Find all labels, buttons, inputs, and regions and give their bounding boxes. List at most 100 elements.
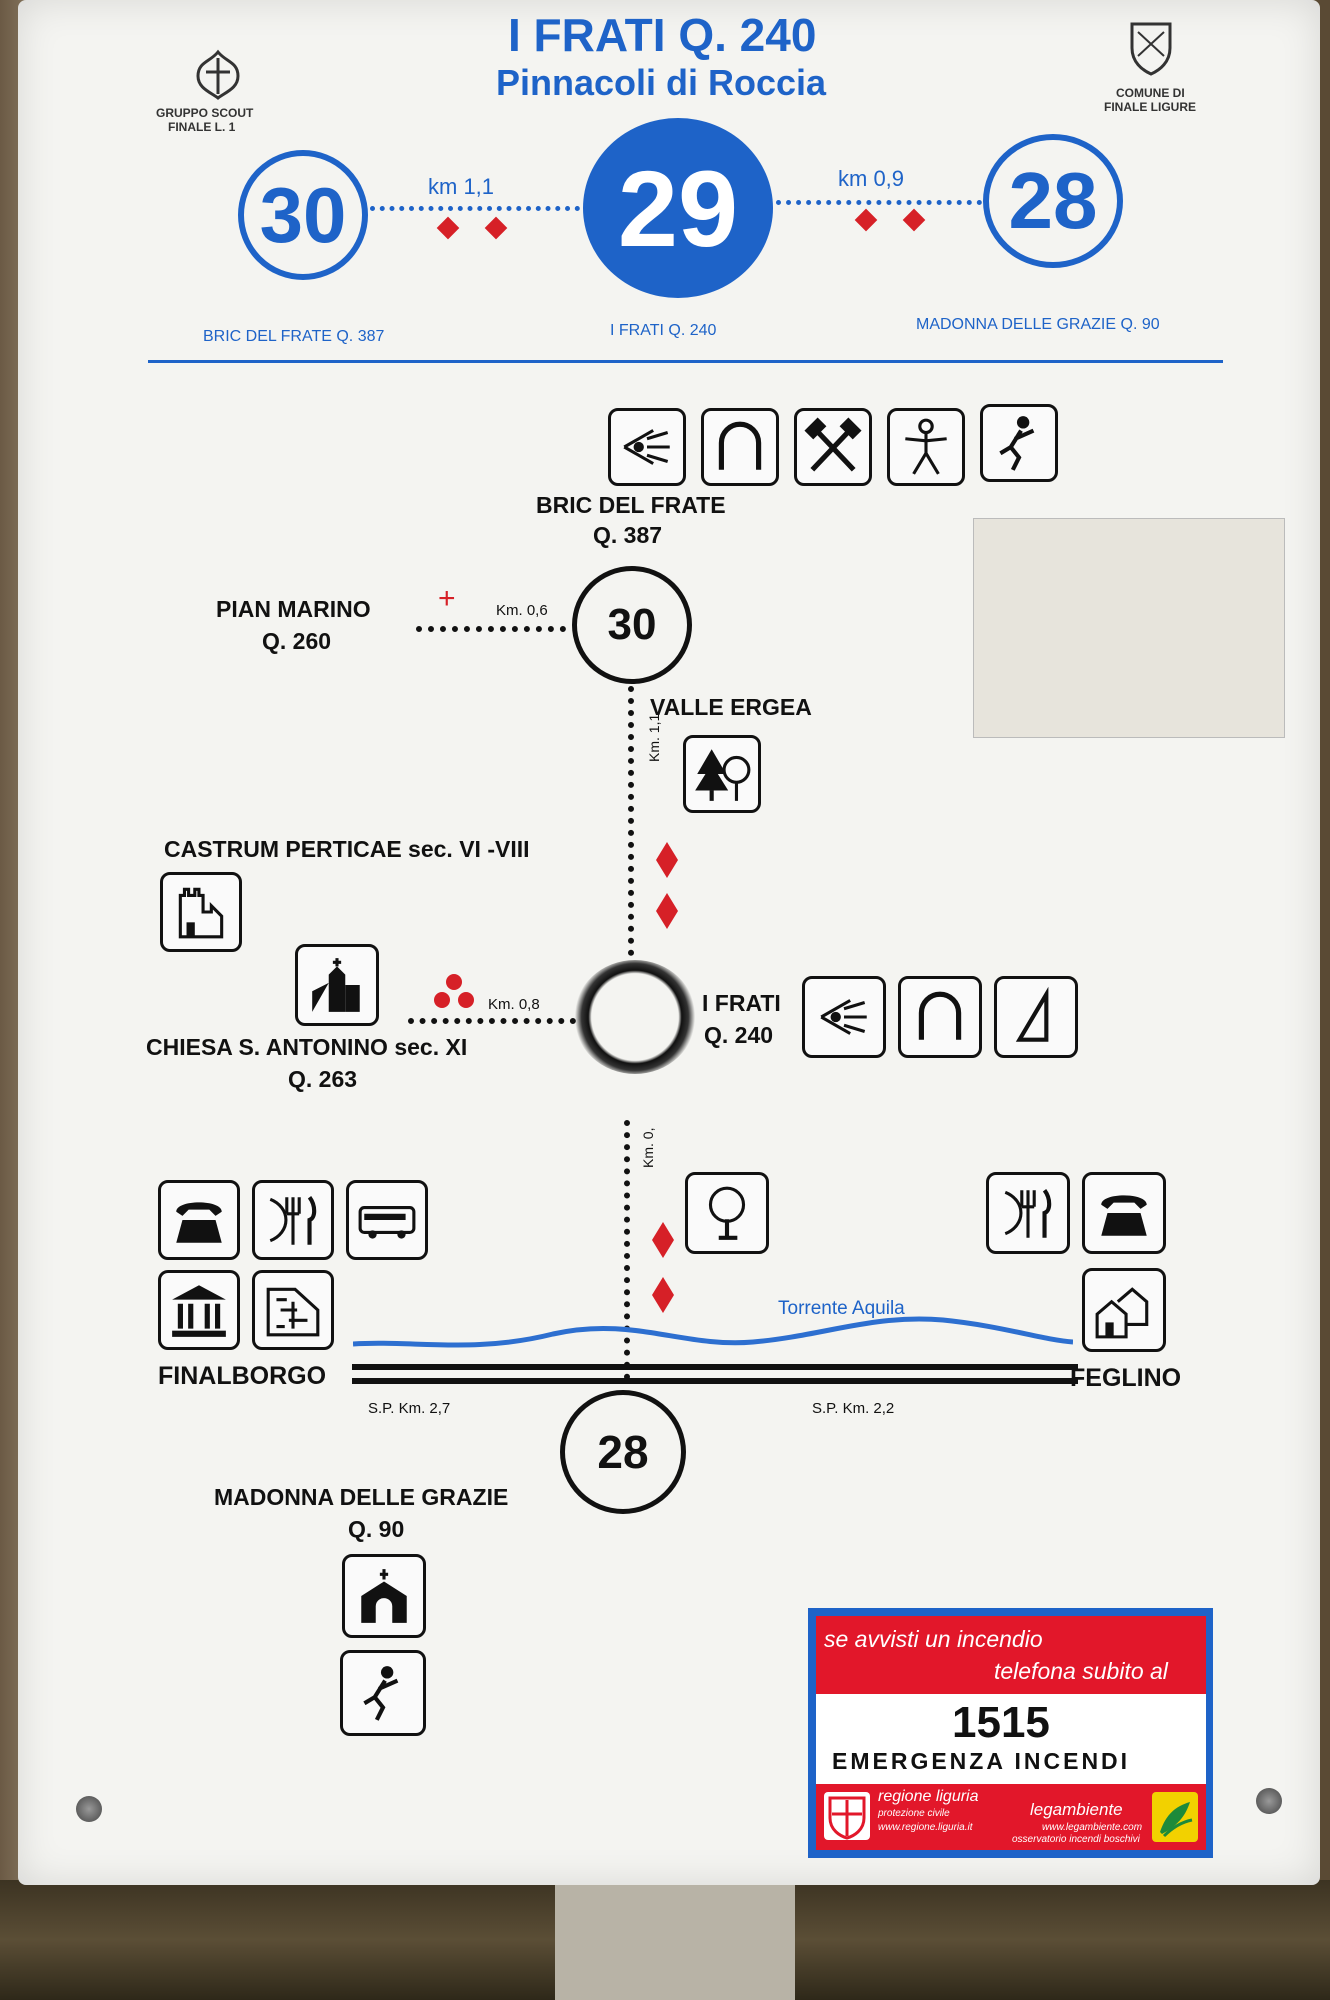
viewpoint-icon <box>802 976 886 1058</box>
valle-ergea-label: VALLE ERGEA <box>650 694 812 720</box>
forest-icon <box>683 735 761 813</box>
red-marker <box>484 216 508 240</box>
map-node-28: 28 <box>560 1390 686 1514</box>
church-icon <box>295 944 379 1026</box>
chiesa-quota: Q. 263 <box>288 1066 358 1092</box>
tree-icon <box>685 1172 769 1254</box>
sign-title: I FRATI Q. 240 <box>508 9 817 61</box>
telephone-icon <box>1082 1172 1166 1254</box>
route-path-right <box>776 200 982 205</box>
ruin-icon <box>160 872 242 952</box>
cross-marker-icon: + <box>438 582 456 615</box>
fire-emergency-sticker: se avvisti un incendio telefona subito a… <box>808 1608 1213 1858</box>
route-marker-30-number: 30 <box>259 170 347 259</box>
comune-label-2: FINALE LIGURE <box>1104 100 1196 114</box>
pian-marino-quota: Q. 260 <box>262 628 332 654</box>
legambiente-logo-icon <box>1152 1792 1198 1842</box>
route-marker-29-number: 29 <box>617 147 739 269</box>
climber-icon <box>340 1650 426 1736</box>
arch-icon <box>701 408 779 486</box>
sticker-line-1: se avvisti un incendio <box>824 1626 1043 1652</box>
road-line-top <box>352 1364 1078 1370</box>
restaurant-icon <box>252 1180 334 1260</box>
blank-patch <box>973 518 1285 738</box>
route-marker-30: 30 <box>238 150 368 280</box>
scout-label-1: GRUPPO SCOUT <box>156 106 254 120</box>
map-node-28-number: 28 <box>597 1426 649 1478</box>
sign-subtitle: Pinnacoli di Roccia <box>496 62 827 103</box>
route-name-right: MADONNA DELLE GRAZIE Q. 90 <box>916 316 1160 333</box>
pian-marino-distance: Km. 0,6 <box>496 602 548 619</box>
scout-label-2: FINALE L. 1 <box>168 120 236 134</box>
trail-chiesa <box>408 1018 576 1024</box>
bric-quota: Q. 387 <box>593 522 663 548</box>
trail-upper <box>628 686 634 956</box>
red-dots-marker-icon <box>430 972 478 1012</box>
header-divider <box>148 360 1223 363</box>
route-path-left <box>370 206 580 211</box>
red-marker <box>854 208 878 232</box>
castrum-label: CASTRUM PERTICAE sec. VI -VIII <box>164 836 530 862</box>
viewpoint-icon <box>608 408 686 486</box>
restaurant-icon <box>986 1172 1070 1254</box>
map-node-30-number: 30 <box>607 600 657 649</box>
museum-icon <box>158 1270 240 1350</box>
route-marker-28-number: 28 <box>1008 156 1098 245</box>
person-icon <box>887 408 965 486</box>
red-marker <box>436 216 460 240</box>
regione-web: www.regione.liguria.it <box>878 1822 973 1833</box>
legambiente-label: legambiente <box>1030 1800 1123 1819</box>
madonna-label: MADONNA DELLE GRAZIE <box>214 1484 509 1510</box>
route-distance-right: km 0,9 <box>838 166 905 191</box>
screw <box>1256 1788 1282 1814</box>
emergency-number: 1515 <box>952 1698 1050 1747</box>
bric-label: BRIC DEL FRATE <box>536 492 726 518</box>
chapel-icon <box>342 1554 426 1638</box>
frati-label: I FRATI <box>702 990 781 1016</box>
legambiente-web: www.legambiente.com <box>1042 1822 1143 1833</box>
route-distance-left: km 1,1 <box>428 174 495 199</box>
triangle-icon <box>994 976 1078 1058</box>
regione-sub: protezione civile <box>878 1808 950 1819</box>
river-line <box>353 1316 1073 1348</box>
chiesa-distance: Km. 0,8 <box>488 996 540 1013</box>
screw <box>76 1796 102 1822</box>
town-map-icon <box>252 1270 334 1350</box>
arch-icon <box>898 976 982 1058</box>
red-marker <box>652 1277 674 1313</box>
regione-logo-icon <box>824 1792 870 1840</box>
houses-icon <box>1082 1268 1166 1352</box>
road-line-bottom <box>352 1378 1078 1384</box>
trail-sign: I FRATI Q. 240 Pinnacoli di Roccia GRUPP… <box>18 0 1320 1885</box>
sign-post <box>555 1880 795 2000</box>
comune-label-1: COMUNE DI <box>1116 86 1185 100</box>
sticker-line-2: telefona subito al <box>994 1658 1168 1684</box>
climber-icon <box>980 404 1058 482</box>
road-distance-right: S.P. Km. 2,2 <box>812 1400 895 1417</box>
trail-distance-lower: Km. 0, <box>640 1127 656 1168</box>
feglino-label: FEGLINO <box>1070 1364 1182 1392</box>
comune-crest-icon <box>1118 14 1184 80</box>
red-marker <box>656 893 678 929</box>
mining-icon <box>794 408 872 486</box>
frati-quota: Q. 240 <box>704 1022 774 1048</box>
route-name-center: I FRATI Q. 240 <box>610 322 717 339</box>
trail-lower <box>624 1120 630 1380</box>
road-distance-left: S.P. Km. 2,7 <box>368 1400 451 1417</box>
finalborgo-label: FINALBORGO <box>158 1362 327 1390</box>
route-marker-29: 29 <box>583 118 773 298</box>
regione-label: regione liguria <box>878 1788 979 1805</box>
red-marker <box>902 208 926 232</box>
red-marker <box>656 842 678 878</box>
trail-pian-marino <box>416 626 566 632</box>
emergency-label: EMERGENZA INCENDI <box>832 1748 1131 1774</box>
legambiente-sub: osservatorio incendi boschivi <box>1012 1834 1140 1845</box>
route-marker-28: 28 <box>983 134 1123 268</box>
telephone-icon <box>158 1180 240 1260</box>
pian-marino-label: PIAN MARINO <box>216 596 371 622</box>
bus-icon <box>346 1180 428 1260</box>
madonna-quota: Q. 90 <box>348 1516 405 1542</box>
map-node-30: 30 <box>572 566 692 684</box>
map-node-29 <box>574 960 696 1074</box>
route-name-left: BRIC DEL FRATE Q. 387 <box>203 328 385 345</box>
